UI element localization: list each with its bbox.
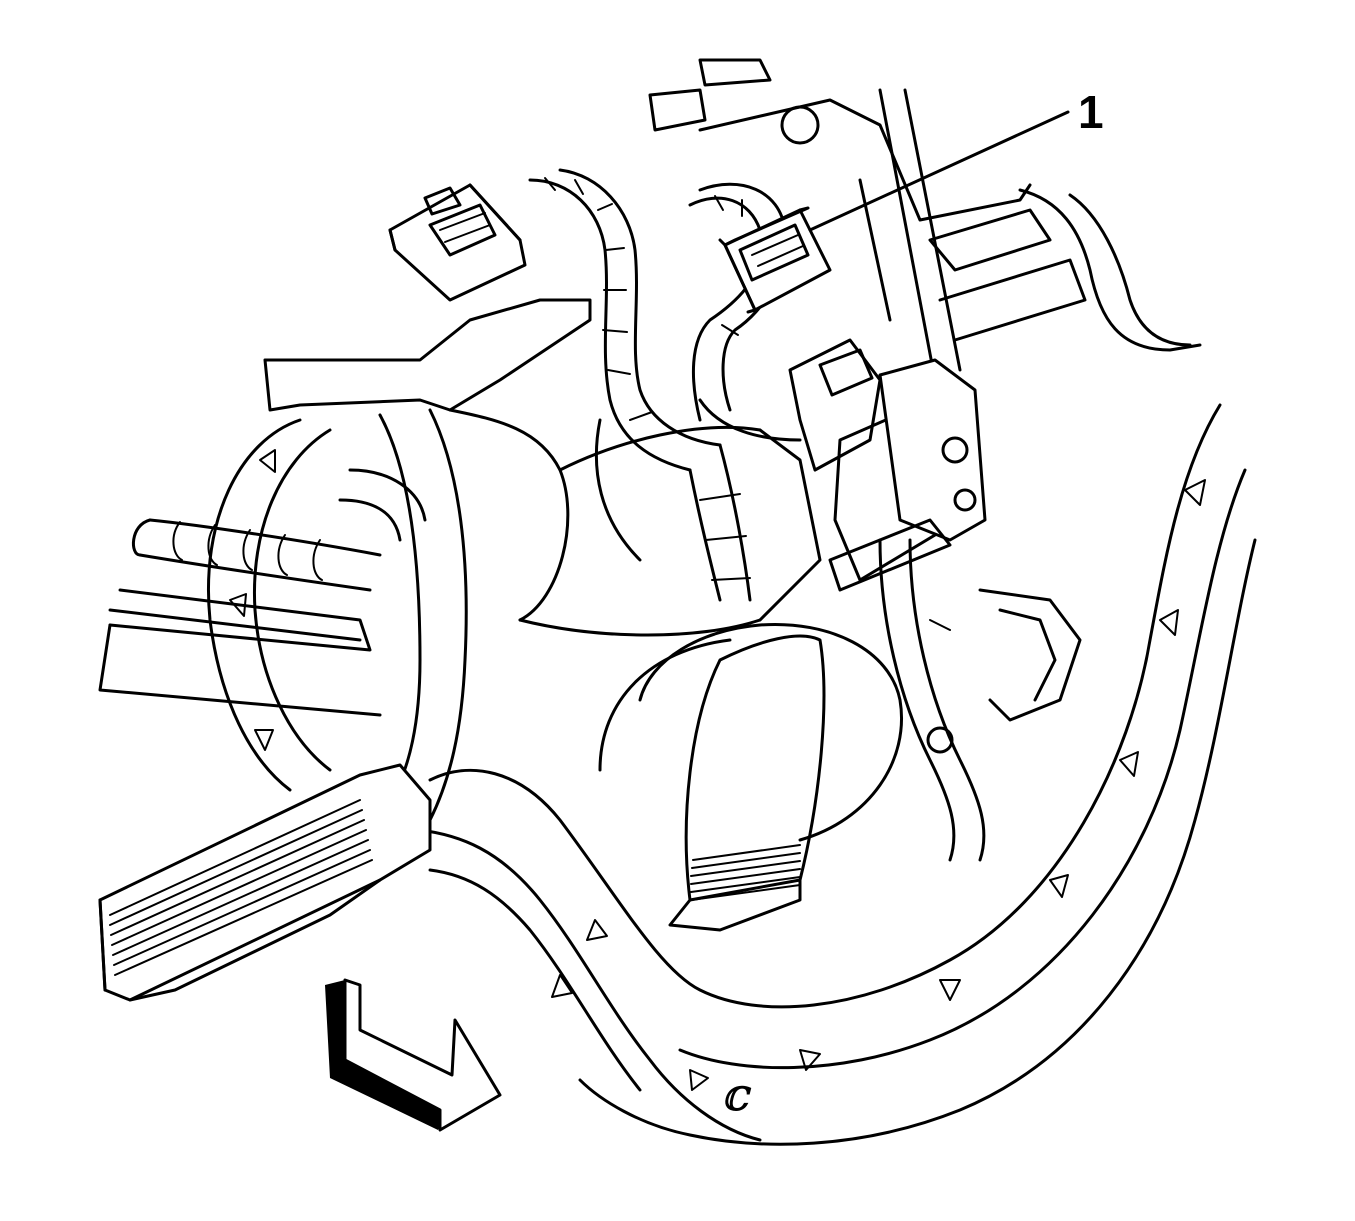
accelerator-pedal-sensor-connector [718, 206, 832, 314]
centerline-mark: ℂ [722, 1080, 752, 1118]
callout-1-leader-line [808, 110, 1070, 232]
floor-contour [418, 403, 1257, 1146]
forward-direction-arrow-icon [325, 978, 502, 1132]
callout-1: 1 [808, 86, 1104, 232]
callout-1-label: 1 [1078, 86, 1104, 138]
accelerator-pedal [598, 538, 1082, 932]
brake-pedal [98, 763, 432, 1002]
harness-connector-upper-left [388, 183, 527, 302]
steering-column [98, 518, 382, 717]
pedal-bracket [263, 298, 822, 822]
dash-frame [648, 58, 1202, 382]
brake-booster [207, 418, 427, 792]
pedal-sensor-module [788, 338, 987, 592]
